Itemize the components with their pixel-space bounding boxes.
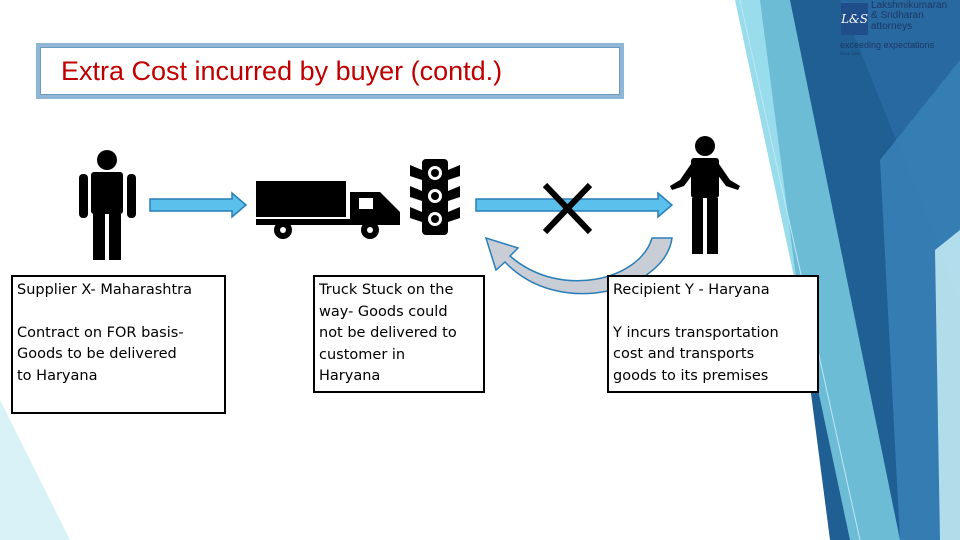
traffic-light-icon xyxy=(410,159,460,235)
truck-icon xyxy=(256,181,400,239)
logo-name-line2: & Sridharan xyxy=(871,10,924,21)
shrugging-person-icon xyxy=(670,136,740,254)
person-icon xyxy=(79,150,136,260)
arrow-icon xyxy=(149,191,248,219)
logo-name-line3: attorneys xyxy=(871,21,913,32)
supplier-box: Supplier X- Maharashtra Contract on FOR … xyxy=(11,275,226,414)
recipient-title: Recipient Y - Haryana xyxy=(613,282,770,298)
logo-tagline: exceeding expectations xyxy=(840,40,935,50)
recipient-cost-text: Y incurs transportation cost and transpo… xyxy=(613,324,779,384)
truck-box: Truck Stuck on the way- Goods could not … xyxy=(313,275,485,393)
title-frame: Extra Cost incurred by buyer (contd.) xyxy=(36,43,624,99)
recipient-box: Recipient Y - Haryana Y incurs transport… xyxy=(607,275,819,393)
logo-emblem-icon: L&S xyxy=(841,3,868,35)
cross-icon xyxy=(542,182,593,235)
company-logo: L&S Lakshmikumaran & Sridharan attorneys… xyxy=(838,0,960,58)
logo-since: Since 1985 xyxy=(840,51,861,56)
logo-name-line1: Lakshmikumaran xyxy=(871,0,948,11)
supplier-contract-text: Contract on FOR basis- Goods to be deliv… xyxy=(17,324,184,384)
truck-text: Truck Stuck on the way- Goods could not … xyxy=(319,282,457,384)
supplier-title: Supplier X- Maharashtra xyxy=(17,282,192,298)
slide-title: Extra Cost incurred by buyer (contd.) xyxy=(61,55,503,86)
title-inner: Extra Cost incurred by buyer (contd.) xyxy=(40,47,620,95)
